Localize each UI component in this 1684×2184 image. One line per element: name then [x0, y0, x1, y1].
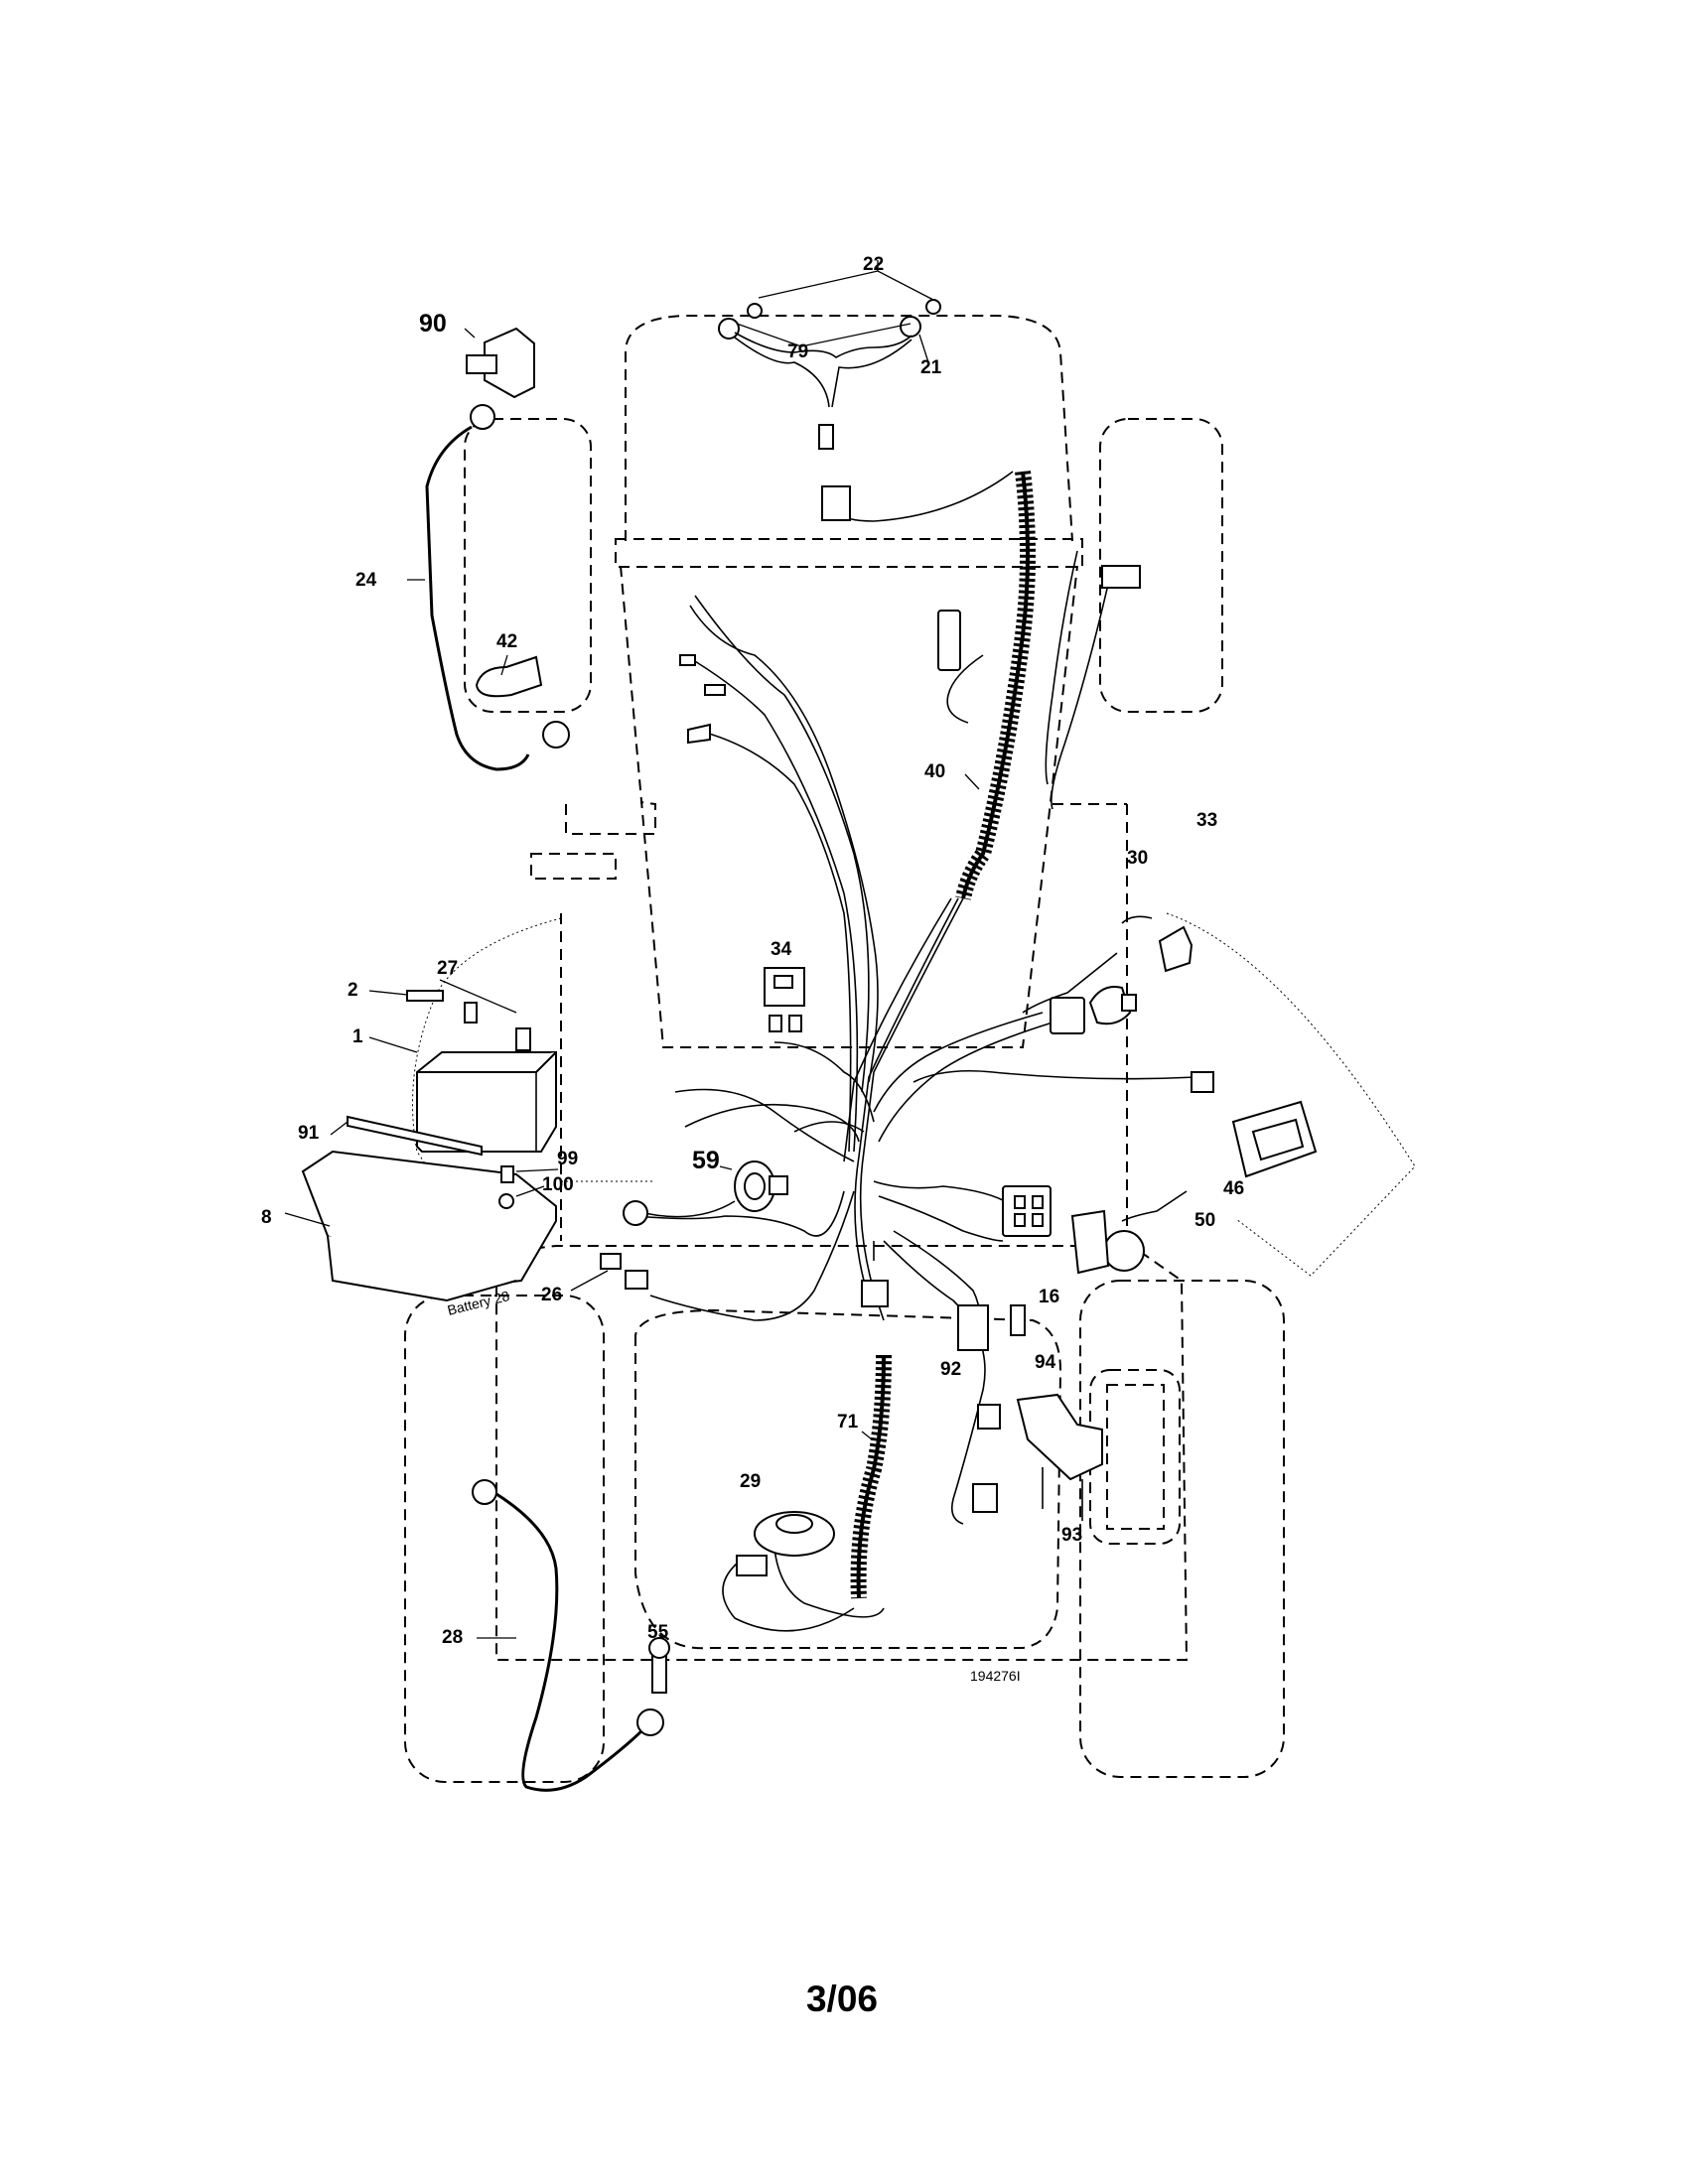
callout-8: 8	[261, 1207, 272, 1228]
callout-labels: 22 79 21 90 24 42 40 33 30 34 2 27 1 91 …	[261, 254, 1244, 1684]
page-number: 3/06	[805, 1979, 878, 2019]
callout-59: 59	[692, 1147, 720, 1174]
callout-16: 16	[1039, 1287, 1059, 1307]
callout-24: 24	[355, 570, 377, 591]
callout-27: 27	[437, 958, 458, 979]
callout-34: 34	[771, 939, 792, 960]
boot-42	[475, 655, 543, 698]
callout-46: 46	[1223, 1178, 1244, 1199]
wire-bundle	[634, 550, 1197, 1618]
callout-33: 33	[1196, 810, 1217, 831]
part-29	[722, 1511, 855, 1632]
callout-22: 22	[863, 254, 884, 275]
callout-50: 50	[1194, 1210, 1215, 1231]
callout-90: 90	[419, 310, 447, 338]
callout-29: 29	[740, 1471, 761, 1492]
main-conduit-40	[821, 471, 1036, 900]
callout-42: 42	[496, 631, 517, 652]
battery-cable-24	[407, 327, 570, 771]
drawing-number: 194276I	[970, 1668, 1021, 1684]
battery-group	[284, 979, 559, 1302]
callout-99: 99	[557, 1149, 578, 1169]
callout-40: 40	[924, 761, 945, 782]
callout-94: 94	[1035, 1352, 1056, 1373]
right-side-parts	[957, 925, 1318, 1521]
callout-93: 93	[1061, 1525, 1082, 1546]
switch-34	[764, 967, 805, 1032]
lower-conduit-71	[850, 1280, 892, 1599]
callout-26: 26	[541, 1285, 562, 1305]
terminal-cap-90	[484, 327, 535, 399]
callout-55: 55	[647, 1622, 669, 1643]
tractor-outline	[404, 315, 1416, 1783]
callout-1: 1	[352, 1026, 363, 1047]
headlight-harness	[718, 260, 941, 450]
callout-30: 30	[1127, 848, 1148, 869]
power-outlet-59	[623, 1160, 788, 1226]
callout-2: 2	[348, 980, 358, 1001]
fuse-26	[570, 1253, 648, 1292]
ground-cable-28	[472, 1479, 670, 1792]
callout-79: 79	[787, 341, 808, 362]
callout-92: 92	[940, 1359, 961, 1380]
callout-91: 91	[298, 1123, 320, 1144]
harness-connectors-upper	[679, 565, 1141, 1034]
callout-71: 71	[837, 1412, 859, 1433]
callout-28: 28	[442, 1627, 463, 1648]
callout-100: 100	[542, 1174, 574, 1195]
callout-21: 21	[920, 357, 942, 378]
